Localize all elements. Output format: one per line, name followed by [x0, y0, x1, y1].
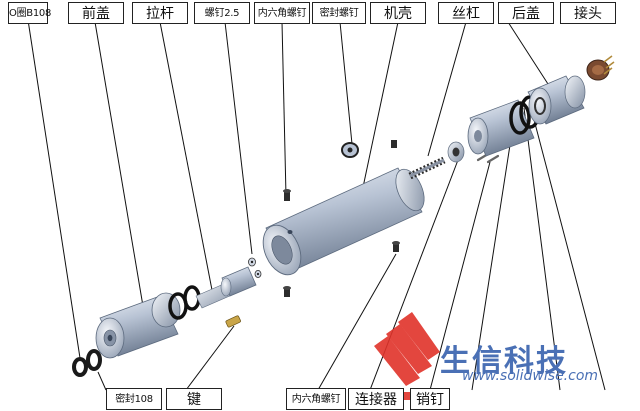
pull-rod-part — [195, 266, 257, 309]
leader-seal-screw — [339, 21, 353, 145]
leader-hex-top — [281, 21, 287, 197]
leader-extra-1 — [471, 131, 513, 391]
label-rear-cover: 后盖 — [498, 2, 554, 24]
leader-housing — [361, 21, 399, 193]
label-hex-screw-top: 内六角螺钉 — [254, 2, 310, 24]
leader-pull-rod — [159, 21, 213, 291]
label-coupling: 连接器 — [348, 388, 404, 410]
label-front-cover: 前盖 — [68, 2, 124, 24]
coupling-part — [447, 141, 465, 163]
leader-lead-screw — [427, 21, 467, 157]
o-ring-b108-part — [72, 349, 102, 377]
label-screw-2-5: 螺钉2.5 — [194, 2, 250, 24]
leader-rear-cover — [507, 21, 549, 85]
watermark-brand: 生信科技 — [440, 344, 568, 379]
leader-hex-bottom — [317, 253, 397, 391]
leader-front-cover — [94, 21, 146, 319]
watermark-url: www.solidwise.com — [462, 368, 599, 384]
label-seal-screw: 密封螺钉 — [312, 2, 366, 24]
label-connector-plug: 接头 — [560, 2, 616, 24]
label-o-ring-b108: O圈B108 — [8, 2, 51, 24]
label-hex-screw-bottom: 内六角螺钉 — [286, 388, 346, 410]
front-cover-part — [95, 292, 181, 359]
lead-screw-part — [408, 156, 446, 180]
leader-screw — [224, 21, 253, 255]
hex-screw-bottom-part — [283, 241, 400, 297]
connector-plug-part — [586, 55, 615, 81]
leader-extra-3 — [531, 111, 606, 391]
label-key: 键 — [166, 388, 222, 410]
label-pull-rod: 拉杆 — [132, 2, 188, 24]
leader-key — [185, 325, 235, 391]
watermark-logo — [374, 312, 440, 400]
housing-part — [262, 167, 425, 276]
key-part — [225, 315, 241, 328]
rear-cover-part — [527, 75, 586, 125]
hex-screw-top-part — [283, 189, 291, 201]
screw-2-5-part — [248, 257, 262, 278]
label-housing: 机壳 — [370, 2, 426, 24]
label-seal-ring-108: 密封108 — [106, 388, 162, 410]
label-pin: 销钉 — [410, 388, 450, 410]
label-lead-screw: 丝杠 — [438, 2, 494, 24]
leader-seal-108 — [97, 371, 107, 391]
seal-screw-part — [341, 140, 397, 158]
leader-extra-2 — [523, 107, 561, 391]
leader-o-ring — [27, 19, 81, 359]
motor-body-part — [467, 99, 535, 157]
